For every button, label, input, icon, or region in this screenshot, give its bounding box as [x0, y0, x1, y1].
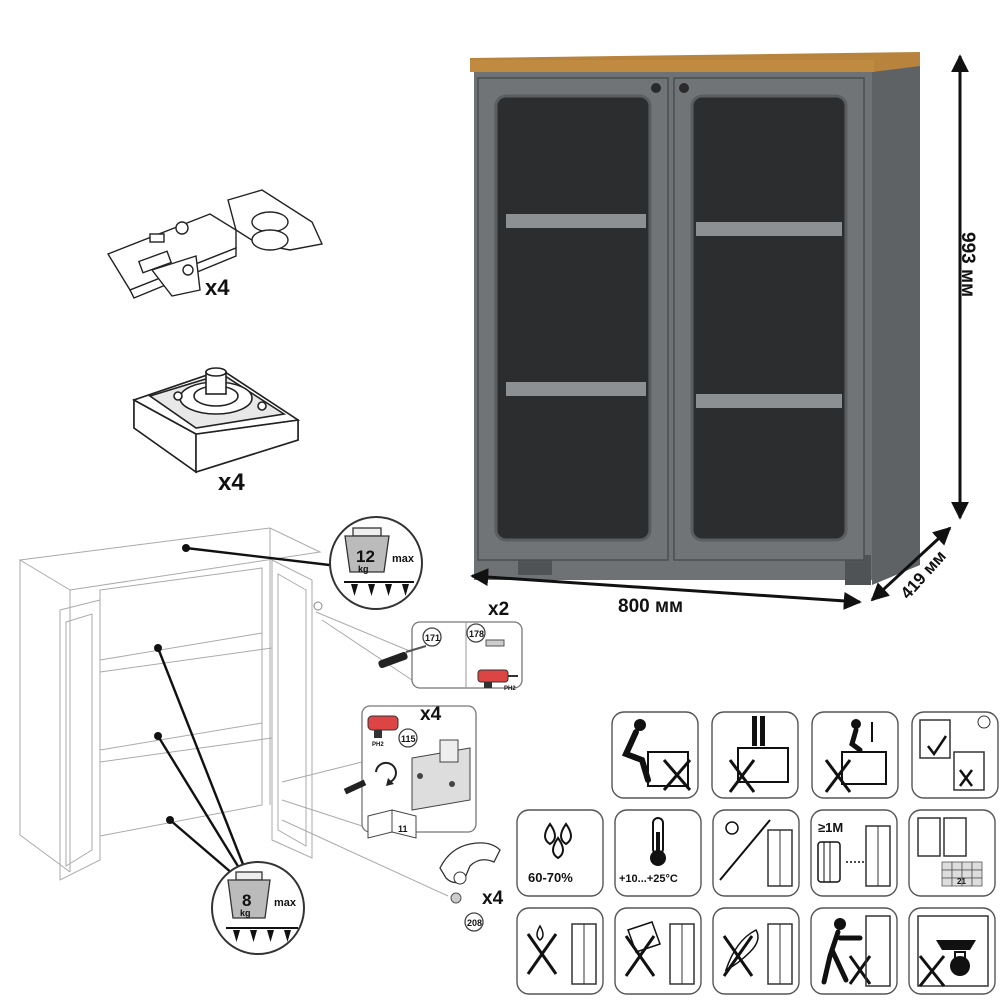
care-icons-grid: 60-70% +10...+25°C ≥1M	[516, 711, 999, 995]
shelf-load-value: 8	[242, 891, 251, 910]
leveler-icon	[132, 367, 301, 474]
no-climbing-furniture-icon	[811, 711, 899, 799]
hinge-adjust-qty: x4	[420, 704, 442, 725]
top-load-unit: kg	[358, 564, 369, 574]
down-arrows-icon	[233, 930, 291, 942]
callout-dot-top	[182, 544, 190, 552]
shelf-right-1	[696, 222, 842, 236]
rotate-arrow-icon	[375, 761, 397, 786]
manual-book-icon	[367, 809, 417, 839]
shelf-right-2	[696, 394, 842, 408]
ref-115: 115	[401, 734, 416, 744]
temperature-label: +10...+25°C	[619, 873, 678, 885]
humidity-label: 60-70%	[528, 870, 573, 885]
shelf-load-badge: 8 kg max	[211, 861, 305, 955]
top-load-value: 12	[356, 547, 375, 566]
drill-label-1: PH2	[504, 686, 516, 692]
carton-number: 21	[957, 877, 966, 886]
door-right-glass	[690, 94, 848, 542]
drill-label-2: PH2	[372, 742, 384, 748]
step-cap: 208 x4	[281, 819, 504, 932]
door-left-glass	[494, 94, 652, 542]
step-wall-mount: 171 178 PH2 x2	[313, 599, 523, 692]
shelf-load-suffix: max	[274, 897, 297, 909]
drill-icon	[367, 715, 399, 738]
width-label: 800 мм	[618, 596, 683, 617]
width-arrow	[470, 568, 862, 610]
cabinet-side-panel	[872, 58, 920, 585]
drill-icon	[477, 669, 518, 688]
weight-icon	[344, 527, 390, 573]
knob-left	[651, 83, 661, 93]
no-heavy-objects-icon	[908, 907, 996, 995]
step-hinge-adjust: PH2 115 11 x4	[281, 704, 477, 839]
leveler-part: x4	[132, 367, 301, 496]
top-load-badge: 12 kg max	[329, 516, 423, 610]
screwdriver-icon	[378, 645, 427, 669]
knob-right	[679, 83, 689, 93]
shelf-left-1	[506, 214, 646, 228]
callout-dot-shelf-2	[154, 732, 162, 740]
leveler-qty: x4	[218, 469, 245, 496]
lineart-cabinet	[18, 527, 322, 881]
ref-11: 11	[398, 824, 408, 834]
top-load-suffix: max	[392, 553, 415, 565]
humidity-icon: 60-70%	[516, 809, 604, 897]
lineart-top	[18, 527, 322, 591]
hinge-qty: x4	[205, 275, 230, 300]
ref-208: 208	[467, 918, 482, 928]
wall-mount-qty: x2	[488, 599, 509, 620]
hand-icon	[439, 842, 501, 885]
hinge-part: x4	[106, 189, 324, 300]
cabinet-render	[470, 52, 920, 585]
callout-lines	[156, 546, 339, 881]
callout-dot-shelf-1	[154, 644, 162, 652]
carton-packaging-icon: 21	[908, 809, 996, 897]
check-door-alignment-icon	[911, 711, 999, 799]
no-abrasive-cleaning-icon	[614, 907, 702, 995]
down-arrows-icon	[351, 584, 409, 596]
shelf-load-unit: kg	[240, 908, 251, 918]
weight-icon	[227, 871, 271, 919]
no-pushing-furniture-icon	[810, 907, 898, 995]
no-liquids-icon	[516, 907, 604, 995]
cabinet-wood-top-front	[470, 60, 874, 72]
hinge-plate-icon	[411, 739, 471, 811]
ref-178: 178	[469, 629, 484, 639]
hinge-icon	[106, 189, 324, 299]
callout-dot-shelf-3	[166, 816, 174, 824]
height-label: 993 мм	[957, 232, 978, 297]
cap-qty: x4	[482, 888, 504, 909]
no-sharp-objects-icon	[712, 907, 800, 995]
temperature-icon: +10...+25°C	[614, 809, 702, 897]
screwdriver-icon	[343, 779, 367, 795]
distance-label: ≥1M	[818, 820, 843, 835]
depth-arrow	[870, 526, 952, 602]
no-direct-sunlight-icon	[712, 809, 800, 897]
ref-171: 171	[425, 633, 440, 643]
no-sitting-on-furniture-icon	[611, 711, 699, 799]
no-standing-on-furniture-icon	[711, 711, 799, 799]
shelf-left-2	[506, 382, 646, 396]
distance-from-heater-icon: ≥1M	[810, 809, 898, 897]
dowel-icon	[485, 639, 505, 647]
